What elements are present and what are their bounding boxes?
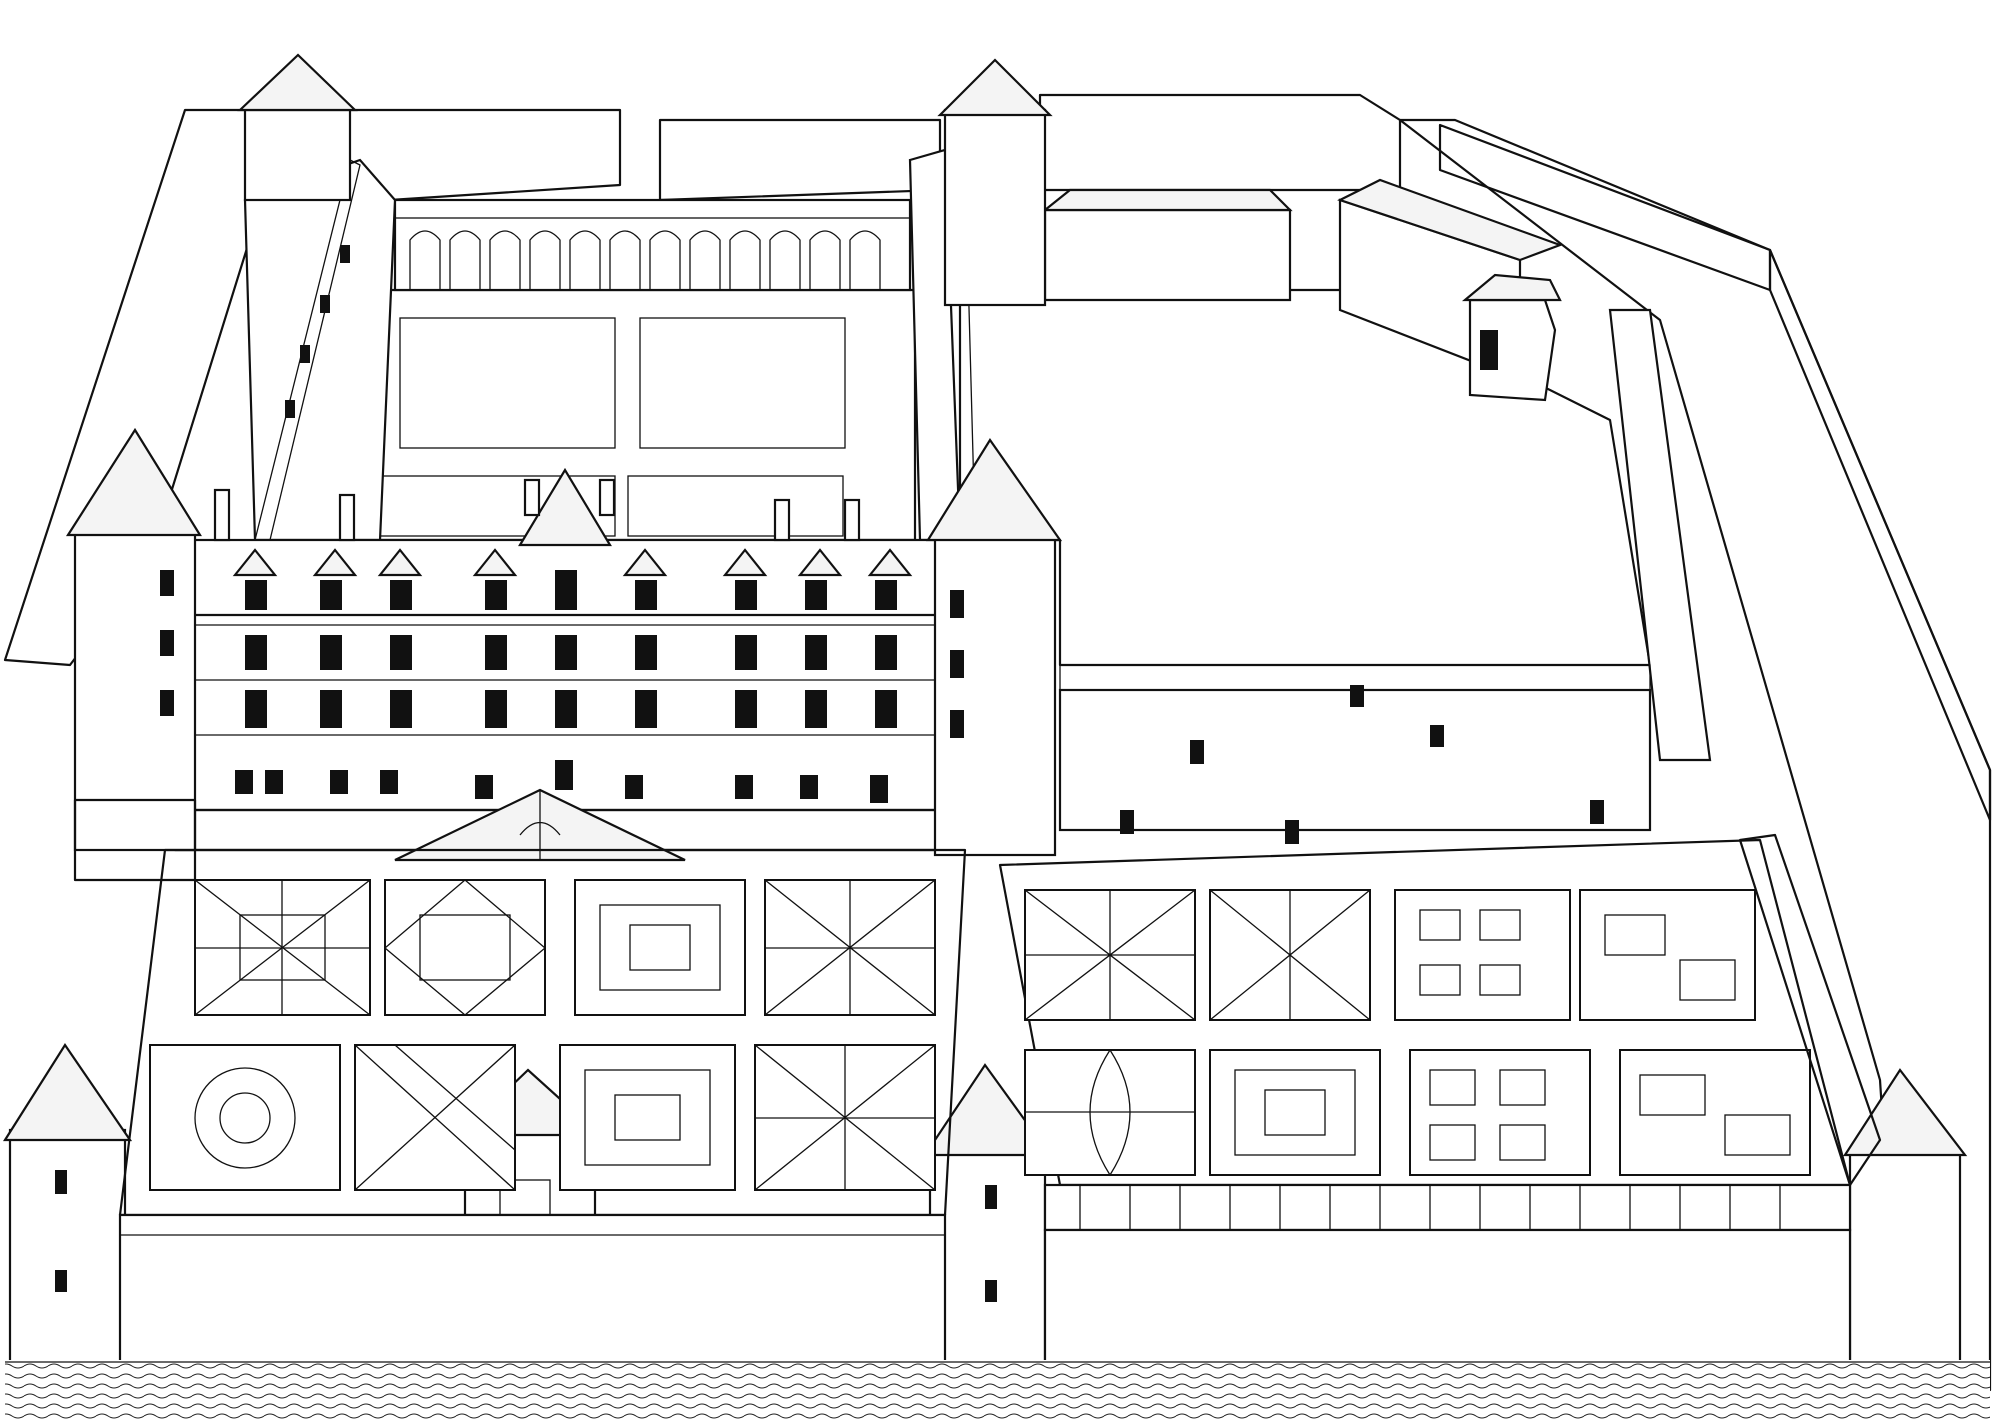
left-parterre-garden [118,848,967,1367]
rear-arcade [393,198,912,292]
moat-water [5,1360,1990,1420]
outbuildings [1041,178,1712,844]
right-parterre-garden [998,833,1882,1367]
rear-brick-walls [288,93,1992,822]
left-wing [243,158,397,542]
main-facade [173,467,967,862]
